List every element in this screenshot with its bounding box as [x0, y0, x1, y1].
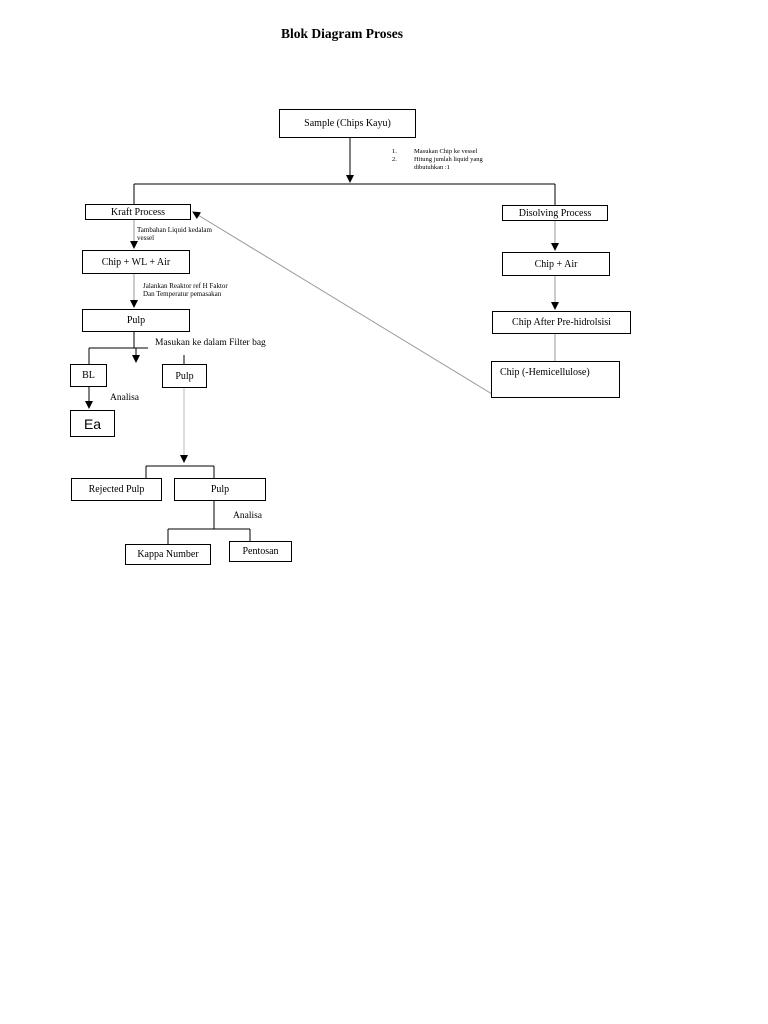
pulp-label-2: Pulp: [175, 370, 194, 382]
kraft-process-label: Kraft Process: [110, 206, 166, 218]
step-1-text: Masukan Chip ke vessel: [414, 148, 478, 155]
analisa-note-1: Analisa: [110, 393, 140, 403]
pulp-box-2: Pulp: [162, 364, 207, 388]
rejected-pulp-box: Rejected Pulp: [71, 478, 162, 501]
pulp-box-3: Pulp: [174, 478, 266, 501]
pentosan-box: Pentosan: [229, 541, 292, 562]
chip-wl-air-label: Chip + WL + Air: [101, 256, 171, 268]
step-2-cont-text: dibutuhkan :1: [414, 164, 450, 171]
ea-box: Ea: [70, 410, 115, 437]
pulp-label-1: Pulp: [126, 315, 146, 326]
sample-box: Sample (Chips Kayu): [279, 109, 416, 138]
analisa-note-2: Analisa: [233, 511, 263, 521]
chip-wl-air-box: Chip + WL + Air: [82, 250, 190, 274]
jalankan-reaktor-note: Jalankan Reaktor ref H Faktor Dan Temper…: [143, 282, 228, 298]
pentosan-label: Pentosan: [242, 546, 279, 557]
sample-label: Sample (Chips Kayu): [304, 118, 391, 129]
disolving-process-box: Disolving Process: [502, 205, 608, 221]
pulp-label-3: Pulp: [210, 484, 230, 495]
chip-hemicellulose-label: Chip (-Hemicellulose): [500, 367, 590, 378]
ea-label: Ea: [83, 415, 102, 432]
chip-air-box: Chip + Air: [502, 252, 610, 276]
bl-box: BL: [70, 364, 107, 387]
chip-after-prehidrolisis-label: Chip After Pre-hidrolsisi: [512, 317, 611, 328]
rejected-pulp-label: Rejected Pulp: [88, 484, 145, 495]
kappa-number-box: Kappa Number: [125, 544, 211, 565]
step-2-text: Hitung jumlah liquid yang: [414, 156, 483, 163]
chip-hemicellulose-box: Chip (-Hemicellulose): [491, 361, 620, 398]
diagram-title: Blok Diagram Proses: [281, 26, 403, 41]
steps-note: 1.Masukan Chip ke vessel 2.Hitung jumlah…: [392, 148, 483, 171]
pulp-box-1: Pulp: [82, 309, 190, 332]
bl-label: BL: [82, 370, 95, 381]
chip-after-prehidrolisis-box: Chip After Pre-hidrolsisi: [492, 311, 631, 334]
chip-air-label: Chip + Air: [534, 258, 578, 270]
kappa-number-label: Kappa Number: [137, 549, 199, 560]
masukan-filter-note: Masukan ke dalam Filter bag: [155, 338, 266, 348]
disolving-process-label: Disolving Process: [518, 207, 592, 219]
recycle-to-kraft-arrow: [192, 211, 493, 395]
kraft-process-box: Kraft Process: [85, 204, 191, 220]
tambahan-liquid-note: Tambahan Liquid kedalam vessel: [137, 226, 212, 242]
